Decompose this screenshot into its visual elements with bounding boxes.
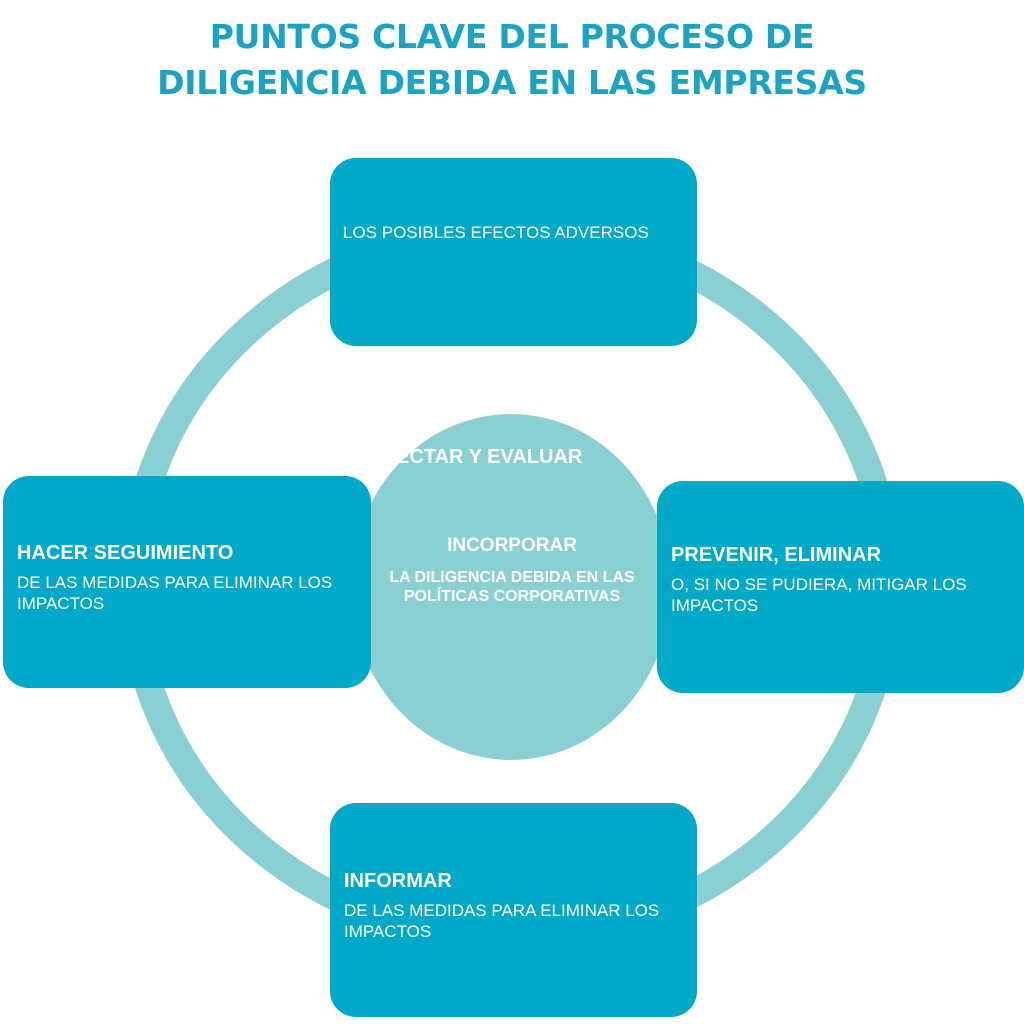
step-box-follow-up: HACER SEGUIMIENTO DE LAS MEDIDAS PARA EL…	[3, 476, 371, 688]
step-title: DETECTAR Y EVALUAR	[356, 446, 583, 468]
center-title: INCORPORAR	[447, 535, 577, 556]
center-description: LA DILIGENCIA DEBIDA EN LAS POLÍTICAS CO…	[389, 569, 635, 605]
step-title: PREVENIR, ELIMINAR	[671, 544, 882, 566]
step-description: DE LAS MEDIDAS PARA ELIMINAR LOS IMPACTO…	[17, 573, 333, 613]
center-label: INCORPORAR LA DILIGENCIA DEBIDA EN LAS P…	[386, 534, 638, 606]
step-title: HACER SEGUIMIENTO	[17, 542, 234, 564]
center-circle	[351, 414, 671, 760]
title-line-1: PUNTOS CLAVE DEL PROCESO DE	[209, 17, 815, 56]
step-description: LOS POSIBLES EFECTOS ADVERSOS	[343, 223, 649, 242]
step-title: INFORMAR	[344, 870, 452, 892]
diagram-title: PUNTOS CLAVE DEL PROCESO DE DILIGENCIA D…	[0, 14, 1024, 106]
step-box-prevent-eliminate: PREVENIR, ELIMINAR O, SI NO SE PUDIERA, …	[657, 481, 1024, 693]
title-line-2: DILIGENCIA DEBIDA EN LAS EMPRESAS	[157, 63, 867, 102]
step-description: DE LAS MEDIDAS PARA ELIMINAR LOS IMPACTO…	[344, 901, 660, 941]
step-box-inform: INFORMAR DE LAS MEDIDAS PARA ELIMINAR LO…	[330, 803, 697, 1017]
step-description: O, SI NO SE PUDIERA, MITIGAR LOS IMPACTO…	[671, 575, 967, 615]
step-box-detect-evaluate: DETECTAR Y EVALUAR LOS POSIBLES EFECTOS …	[330, 158, 697, 468]
